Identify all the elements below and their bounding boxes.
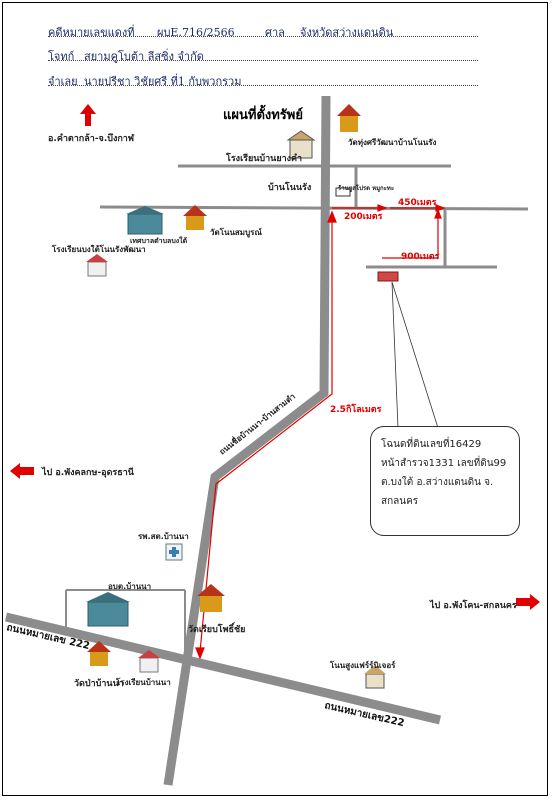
temple-3-label: วัดเรียบโพธิ์ชัย xyxy=(188,625,246,635)
deed-line-4: สกลนคร xyxy=(381,496,419,507)
header-line-1 xyxy=(48,36,478,37)
school-icon xyxy=(138,650,160,673)
road-highway-222 xyxy=(4,612,442,725)
route-line xyxy=(199,218,333,653)
shop-label: ร้านยูสโปรด หมูกะทะ xyxy=(338,185,395,192)
school-3-label: โรงเรียนบ้านนา xyxy=(116,678,171,687)
hospital-icon xyxy=(165,543,183,561)
temple-icon xyxy=(87,641,111,666)
store-icon xyxy=(364,665,386,689)
temple-4-label: วัดป่าบ้านนา xyxy=(74,679,124,689)
deed-callout: โฉนดที่ดินเลขที่16429 หน้าสำรวจ1331 เลขท… xyxy=(370,426,520,536)
plaintiff-label: โจทก์ xyxy=(48,50,75,63)
temple-1-label: วัดทุ่งศรีวัฒนาบ้านโนนรัง xyxy=(348,138,437,147)
distance-200-arrow xyxy=(377,204,388,212)
municipal-building-icon xyxy=(86,592,130,627)
school-1-label: โรงเรียนบ้านยางคำ xyxy=(226,154,303,164)
distance-900-line xyxy=(382,212,439,259)
court-label: ศาล xyxy=(265,26,285,39)
village-label: บ้านโนนรัง xyxy=(268,183,312,193)
callout-pointer-1 xyxy=(391,281,439,429)
hospital-label: รพ.สต.บ้านนา xyxy=(138,532,189,541)
defendant-label: จำเลย xyxy=(48,75,78,88)
callout-pointer-2 xyxy=(391,281,399,429)
west-direction-label: ไป อ.พังคลกษ-อุดรธานี xyxy=(42,468,134,478)
deed-line-1: โฉนดที่ดินเลขที่16429 xyxy=(381,439,482,450)
deed-line-3: ต.บงใต้ อ.สว่างแดนดิน จ. xyxy=(381,477,494,488)
header-line-2 xyxy=(48,60,478,61)
distance-2500-label: 2.5กิโลเมตร xyxy=(330,405,382,415)
distance-200-label: 200เมตร xyxy=(344,212,383,222)
temple-icon xyxy=(197,584,225,612)
temple-icon xyxy=(183,205,207,230)
north-arrow-icon xyxy=(80,104,96,126)
distance-450-label: 450เมตร xyxy=(398,198,437,208)
property-marker xyxy=(377,271,399,282)
case-number: ผบE.716/2566 xyxy=(157,26,235,39)
west-arrow-icon xyxy=(10,463,34,479)
east-direction-label: ไป อ.พังโคน-สกลนคร xyxy=(430,601,517,611)
road-horizontal-main xyxy=(99,205,529,211)
road-village-trunk xyxy=(163,95,331,786)
east-arrow-icon xyxy=(516,594,540,610)
temple-icon xyxy=(337,104,361,132)
plaintiff-name: สยามคูโบต้า ลีสซิ่ง จำกัด xyxy=(84,50,204,63)
route-arrow-down xyxy=(195,647,205,660)
court-name: จังหวัดสว่างแดนดิน xyxy=(300,26,394,39)
school-2-label: โรงเรียนบงใต้โนนรังพัฒนา xyxy=(52,245,146,254)
distance-900-arrow xyxy=(434,208,442,219)
route-arrow-up xyxy=(327,210,337,223)
north-direction-label: อ.คำตากล้า-จ.บึงกาฬ xyxy=(48,134,135,144)
shop-icon xyxy=(335,187,351,197)
office-label: เทศบาลตำบลบงใต้ xyxy=(130,237,188,245)
defendant-name: นายปรีชา วิชัยศรี ที่1 กับพวกรวม xyxy=(84,75,242,88)
distance-900-label: 900เมตร xyxy=(401,252,440,262)
office-building-icon xyxy=(126,206,164,235)
header-line-3 xyxy=(48,85,478,86)
case-label: คดีหมายเลขแดงที่ xyxy=(48,26,135,39)
temple-2-label: วัดโนนสมบูรณ์ xyxy=(210,228,262,237)
deed-line-2: หน้าสำรวจ1331 เลขที่ดิน99 xyxy=(381,458,507,469)
municipal-label: อบต.บ้านนา xyxy=(108,582,152,591)
store-label: โนนสูงแฟร์ร์นิเจอร์ xyxy=(330,661,396,670)
map-title: แผนที่ตั้งทรัพย์ xyxy=(223,108,303,123)
school-icon xyxy=(86,254,108,277)
school-icon xyxy=(286,130,316,159)
